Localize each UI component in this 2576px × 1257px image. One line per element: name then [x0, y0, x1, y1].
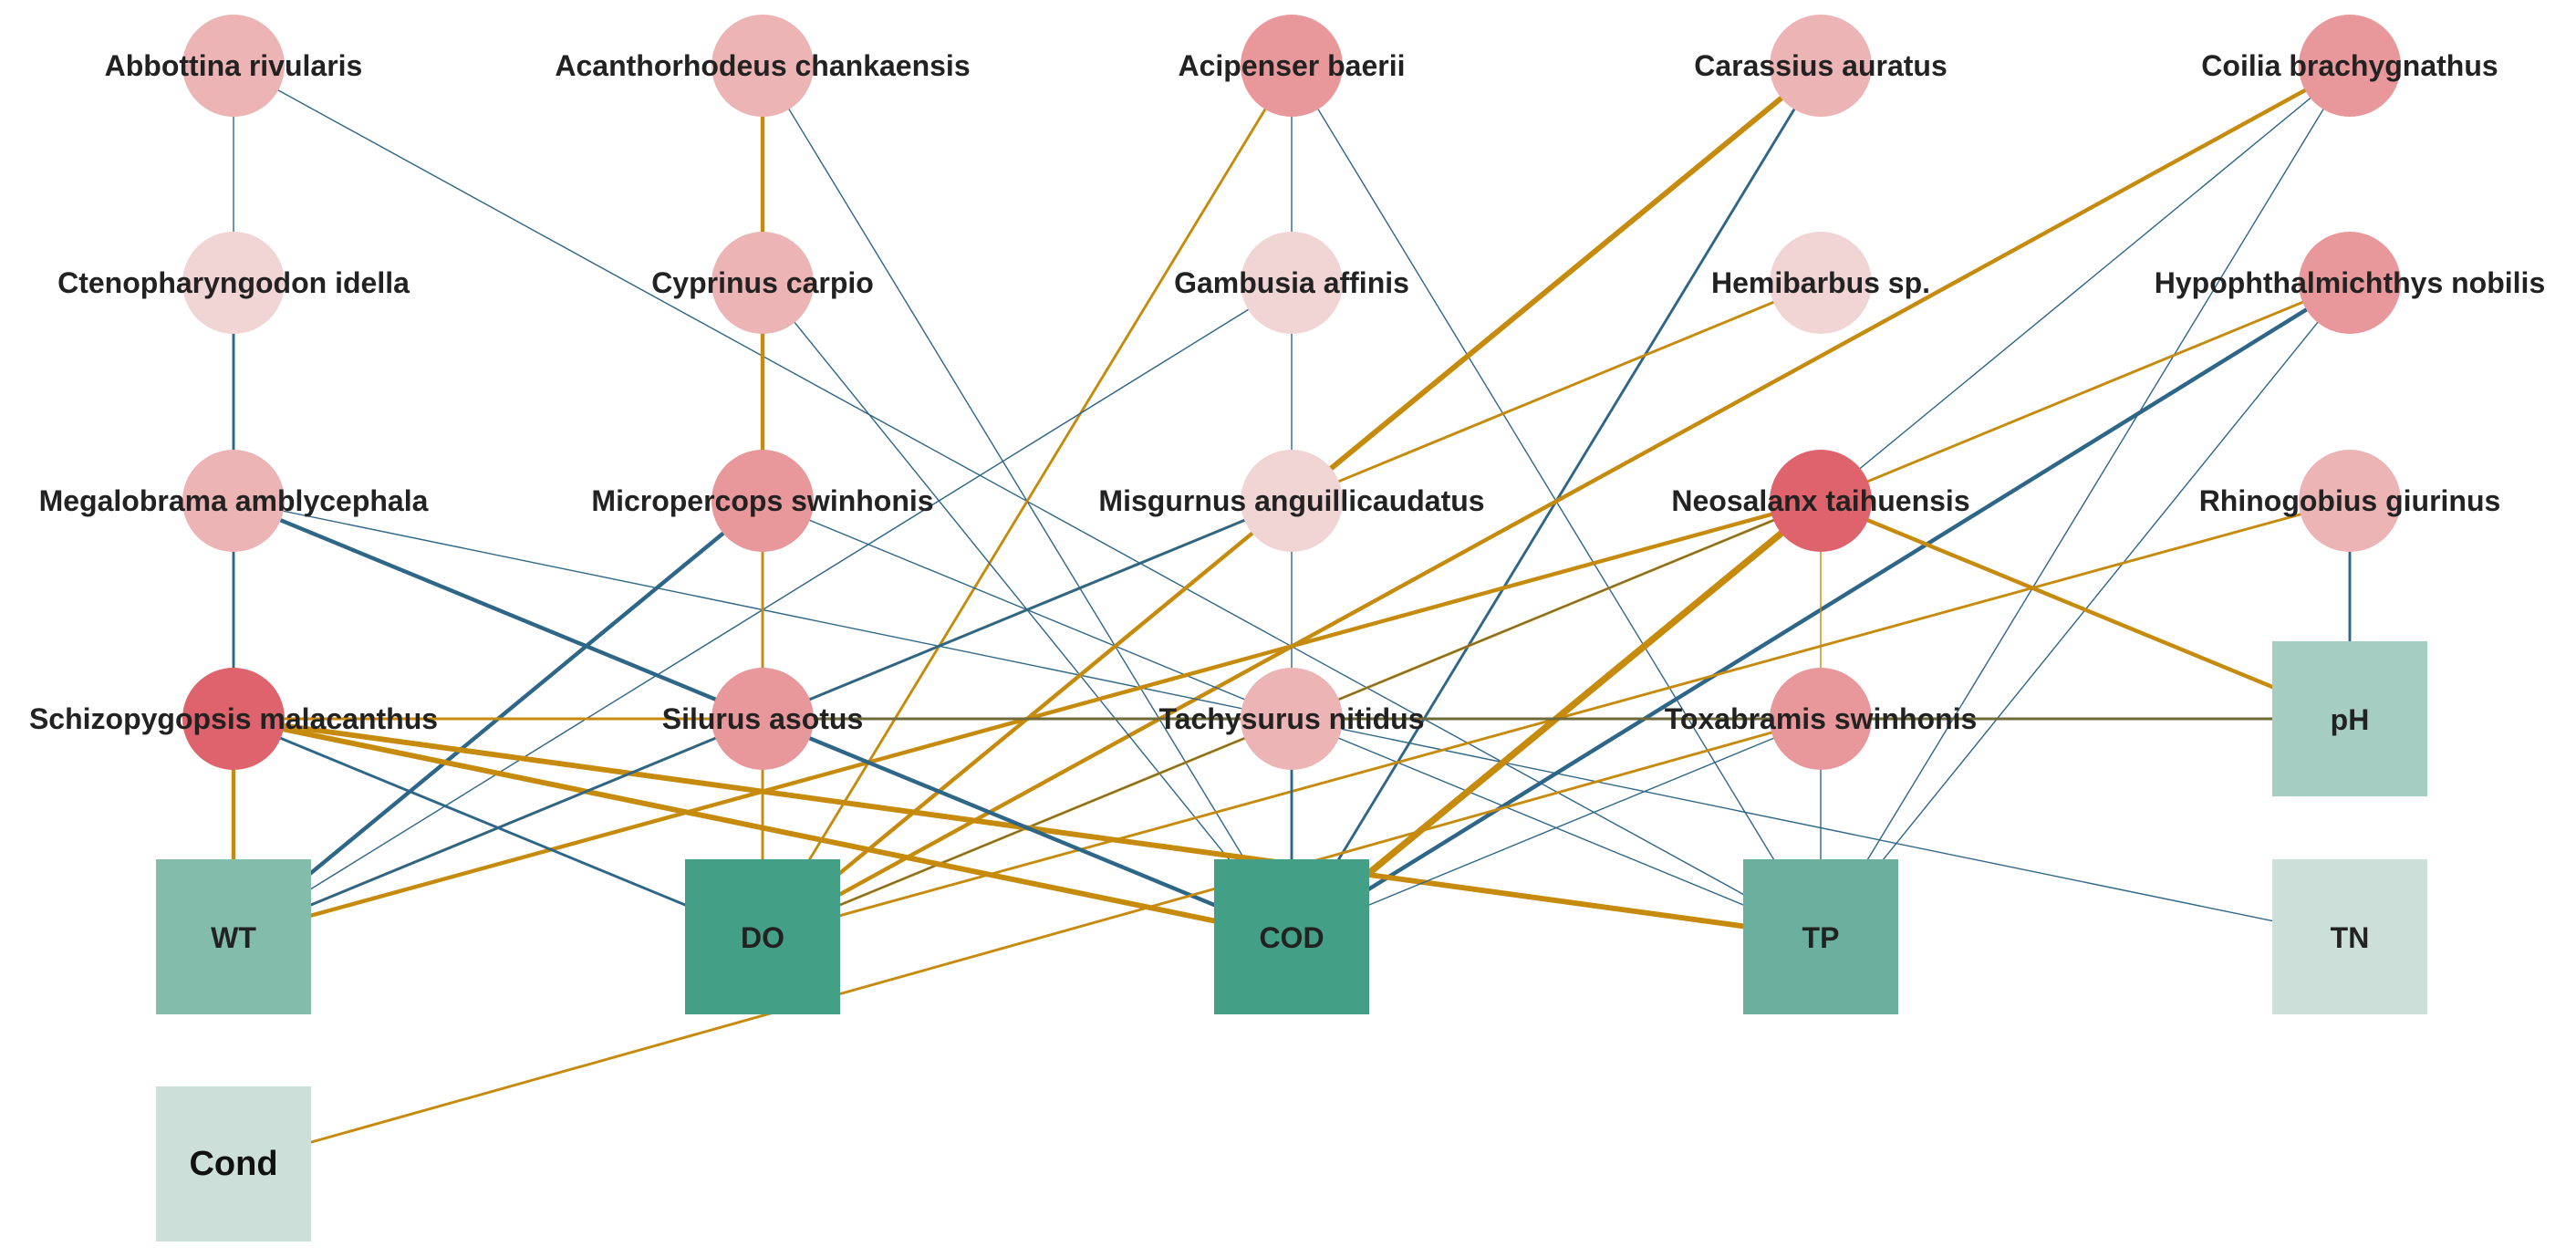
- edge-silurus-wt: [232, 717, 764, 939]
- species-node-coilia: [2299, 15, 2401, 117]
- species-label-tachysurus: Tachysurus nitidus: [1158, 702, 1424, 735]
- species-node-hemibarbus: [1770, 232, 1872, 334]
- species-label-schizopygopsis: Schizopygopsis malacanthus: [29, 702, 438, 735]
- env-label-cod: COD: [1259, 921, 1324, 954]
- edge-neosalanx-ph: [1818, 498, 2353, 722]
- species-label-micropercops: Micropercops swinhonis: [591, 484, 933, 517]
- species-label-neosalanx: Neosalanx taihuensis: [1671, 484, 1969, 517]
- species-node-rhinogobius: [2299, 450, 2401, 552]
- edge-toxabramis-cod: [1291, 718, 1822, 938]
- env-node-tn: [2272, 859, 2427, 1014]
- species-node-micropercops: [712, 450, 814, 552]
- env-node-ph: [2272, 641, 2427, 796]
- species-node-tachysurus: [1241, 668, 1343, 770]
- env-node-cod: [1214, 859, 1369, 1014]
- env-label-cond: Cond: [189, 1145, 277, 1183]
- edge-carassius-misgurnus: [1289, 63, 1823, 504]
- species-node-cyprinus: [712, 232, 814, 334]
- species-node-schizopygopsis: [182, 668, 285, 770]
- species-node-hypophthalmichthys: [2299, 232, 2401, 334]
- species-label-cyprinus: Cyprinus carpio: [651, 266, 874, 299]
- label-layer: Abbottina rivularis Acanthorhodeus chanka…: [29, 49, 2545, 1183]
- species-node-gambusia: [1241, 232, 1343, 334]
- species-node-toxabramis: [1770, 668, 1872, 770]
- edge-toxabramis-cond: [232, 717, 1823, 1166]
- species-node-megalobrama: [182, 450, 285, 552]
- species-label-ctenopharyngodon: Ctenopharyngodon idella: [57, 266, 410, 299]
- edge-coilia-do: [760, 63, 2353, 940]
- edge-silurus-cod: [760, 716, 1294, 940]
- species-node-neosalanx: [1770, 450, 1872, 552]
- species-label-toxabramis: Toxabramis swinhonis: [1665, 702, 1978, 735]
- species-label-misgurnus: Misgurnus anguillicaudatus: [1098, 484, 1484, 517]
- species-label-acanthorhodeus: Acanthorhodeus chankaensis: [555, 49, 970, 82]
- species-label-abbottina: Abbottina rivularis: [105, 49, 363, 82]
- env-node-do: [685, 859, 840, 1014]
- species-node-acanthorhodeus: [712, 15, 814, 117]
- edge-coilia-neosalanx: [1820, 65, 2351, 502]
- species-node-acipenser: [1241, 15, 1343, 117]
- species-label-hypophthalmichthys: Hypophthalmichthys nobilis: [2155, 266, 2545, 299]
- env-label-ph: pH: [2331, 703, 2370, 736]
- env-label-tn: TN: [2331, 921, 2370, 954]
- env-node-wt: [156, 859, 311, 1014]
- edge-misgurnus-silurus: [761, 499, 1293, 721]
- env-label-wt: WT: [211, 921, 256, 954]
- species-label-carassius: Carassius auratus: [1694, 49, 1947, 82]
- species-node-carassius: [1770, 15, 1872, 117]
- species-node-ctenopharyngodon: [182, 232, 285, 334]
- env-label-do: DO: [741, 921, 784, 954]
- species-label-silurus: Silurus asotus: [662, 702, 864, 735]
- species-node-misgurnus: [1241, 450, 1343, 552]
- edge-megalobrama-silurus: [231, 498, 765, 722]
- env-label-tp: TP: [1802, 921, 1840, 954]
- species-label-coilia: Coilia brachygnathus: [2201, 49, 2498, 82]
- edge-acipenser-do: [761, 64, 1293, 939]
- species-label-hemibarbus: Hemibarbus sp.: [1711, 266, 1930, 299]
- species-label-rhinogobius: Rhinogobius giurinus: [2199, 484, 2501, 517]
- species-label-gambusia: Gambusia affinis: [1174, 266, 1409, 299]
- edge-coilia-tp: [1820, 65, 2351, 938]
- species-label-megalobrama: Megalobrama amblycephala: [39, 484, 429, 517]
- env-node-tp: [1743, 859, 1898, 1014]
- node-layer: [156, 15, 2427, 1241]
- species-node-abbottina: [182, 15, 285, 117]
- species-node-silurus: [712, 668, 814, 770]
- species-label-acipenser: Acipenser baerii: [1179, 49, 1406, 82]
- env-node-cond: [156, 1086, 311, 1241]
